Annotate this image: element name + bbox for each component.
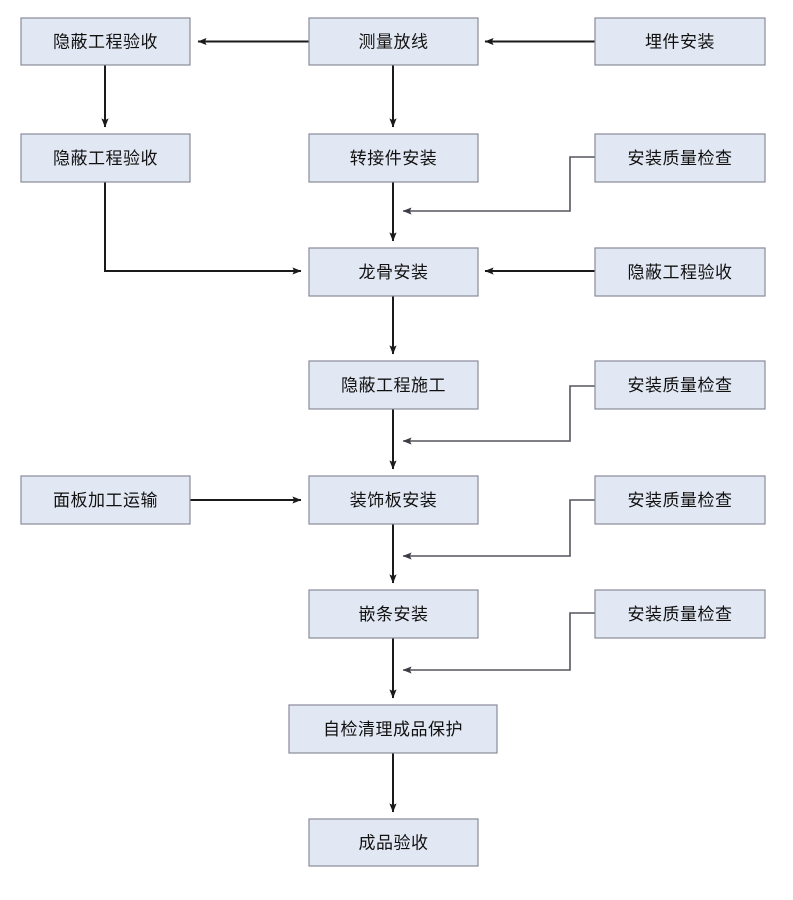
flow-node[interactable]: 埋件安装 <box>594 17 766 66</box>
flow-node-box[interactable] <box>308 17 479 66</box>
flow-node-box[interactable] <box>308 133 479 183</box>
flow-node-box[interactable] <box>308 475 479 525</box>
flow-node[interactable]: 装饰板安装 <box>308 475 479 525</box>
flow-node-label: 隐蔽工程施工 <box>341 376 446 396</box>
flow-node-label: 自检清理成品保护 <box>323 720 463 740</box>
flow-edge-n4-to-n7 <box>104 182 302 275</box>
edges-layer <box>101 37 595 813</box>
flow-node[interactable]: 隐蔽工程验收 <box>20 133 191 183</box>
flow-node[interactable]: 转接件安装 <box>308 133 479 183</box>
flow-node-label: 安装质量检查 <box>628 376 733 396</box>
nodes-layer: 隐蔽工程验收测量放线埋件安装隐蔽工程验收转接件安装安装质量检查龙骨安装隐蔽工程验… <box>20 17 766 867</box>
flow-edge-n10-to-n12 <box>402 385 595 445</box>
flow-node-label: 安装质量检查 <box>628 149 733 169</box>
flow-node-box[interactable] <box>594 247 766 297</box>
flow-node[interactable]: 嵌条安装 <box>308 589 479 639</box>
flow-edge-n15-to-n16 <box>402 612 595 674</box>
flow-node-label: 隐蔽工程验收 <box>53 33 158 53</box>
flow-node-label: 隐蔽工程验收 <box>628 263 733 283</box>
flow-node[interactable]: 安装质量检查 <box>594 475 766 525</box>
flow-node-label: 测量放线 <box>359 33 429 53</box>
flow-node-box[interactable] <box>20 17 191 66</box>
flow-node[interactable]: 测量放线 <box>308 17 479 66</box>
flow-node[interactable]: 安装质量检查 <box>594 589 766 639</box>
flow-node-label: 隐蔽工程验收 <box>53 149 158 169</box>
flow-node-box[interactable] <box>20 133 191 183</box>
flow-node[interactable]: 成品验收 <box>308 818 479 867</box>
flow-node[interactable]: 自检清理成品保护 <box>288 704 498 754</box>
flow-edge-n6-to-n7 <box>402 156 595 215</box>
flow-node[interactable]: 隐蔽工程验收 <box>594 247 766 297</box>
flow-node-box[interactable] <box>594 589 766 639</box>
flow-node-label: 安装质量检查 <box>628 491 733 511</box>
flow-node[interactable]: 隐蔽工程验收 <box>20 17 191 66</box>
flow-node[interactable]: 龙骨安装 <box>308 247 479 297</box>
flow-node-box[interactable] <box>594 360 766 410</box>
flow-node-label: 成品验收 <box>359 834 429 854</box>
flow-edge-n13-to-n14 <box>402 499 595 560</box>
flow-node[interactable]: 隐蔽工程施工 <box>308 360 479 410</box>
flow-node-label: 龙骨安装 <box>359 263 429 283</box>
flow-node[interactable]: 安装质量检查 <box>594 360 766 410</box>
flow-node-label: 埋件安装 <box>645 33 715 53</box>
flow-node-label: 面板加工运输 <box>53 491 158 511</box>
flow-node-box[interactable] <box>594 133 766 183</box>
flow-node-box[interactable] <box>308 818 479 867</box>
flow-node-box[interactable] <box>594 17 766 66</box>
flow-node-box[interactable] <box>308 589 479 639</box>
flow-node-box[interactable] <box>20 475 191 525</box>
flow-node[interactable]: 安装质量检查 <box>594 133 766 183</box>
flow-node-label: 安装质量检查 <box>628 605 733 625</box>
flow-node-box[interactable] <box>594 475 766 525</box>
flow-node-label: 装饰板安装 <box>350 491 438 511</box>
flow-node[interactable]: 面板加工运输 <box>20 475 191 525</box>
flow-node-box[interactable] <box>288 704 498 754</box>
flow-node-label: 嵌条安装 <box>359 605 429 625</box>
flow-node-label: 转接件安装 <box>350 149 438 169</box>
flow-node-box[interactable] <box>308 247 479 297</box>
flow-node-box[interactable] <box>308 360 479 410</box>
